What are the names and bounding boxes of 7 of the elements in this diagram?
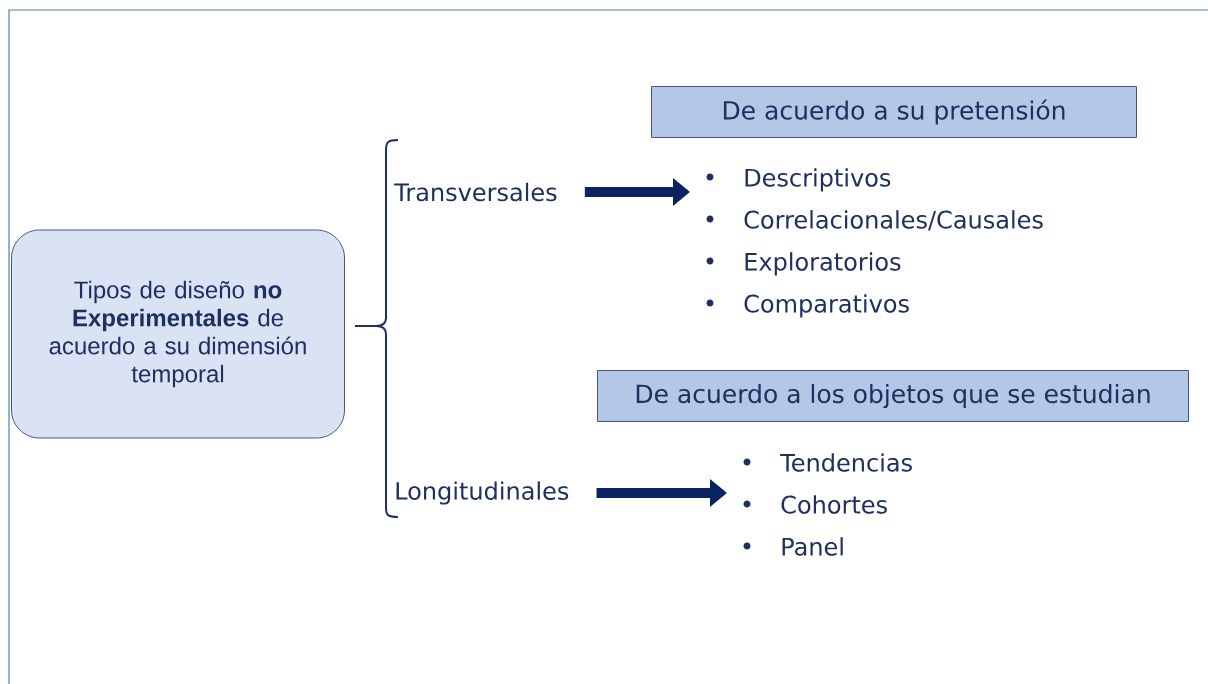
header-box: De acuerdo a su pretensión [651, 86, 1137, 138]
bullet-list: Descriptivos Correlacionales/Causales Exploratorios Comparativos [744, 168, 1043, 318]
category-label: Longitudinales [396, 481, 569, 505]
bullet-list: Tendencias Cohortes Panel [780, 453, 912, 556]
rounded-box: Tipos de diseño no Experimentales de acuerdo a su dimensión temporal [11, 229, 345, 439]
header-box: De acuerdo a los objetos que se estudian [597, 370, 1189, 422]
category-label: Transversales [394, 182, 557, 202]
